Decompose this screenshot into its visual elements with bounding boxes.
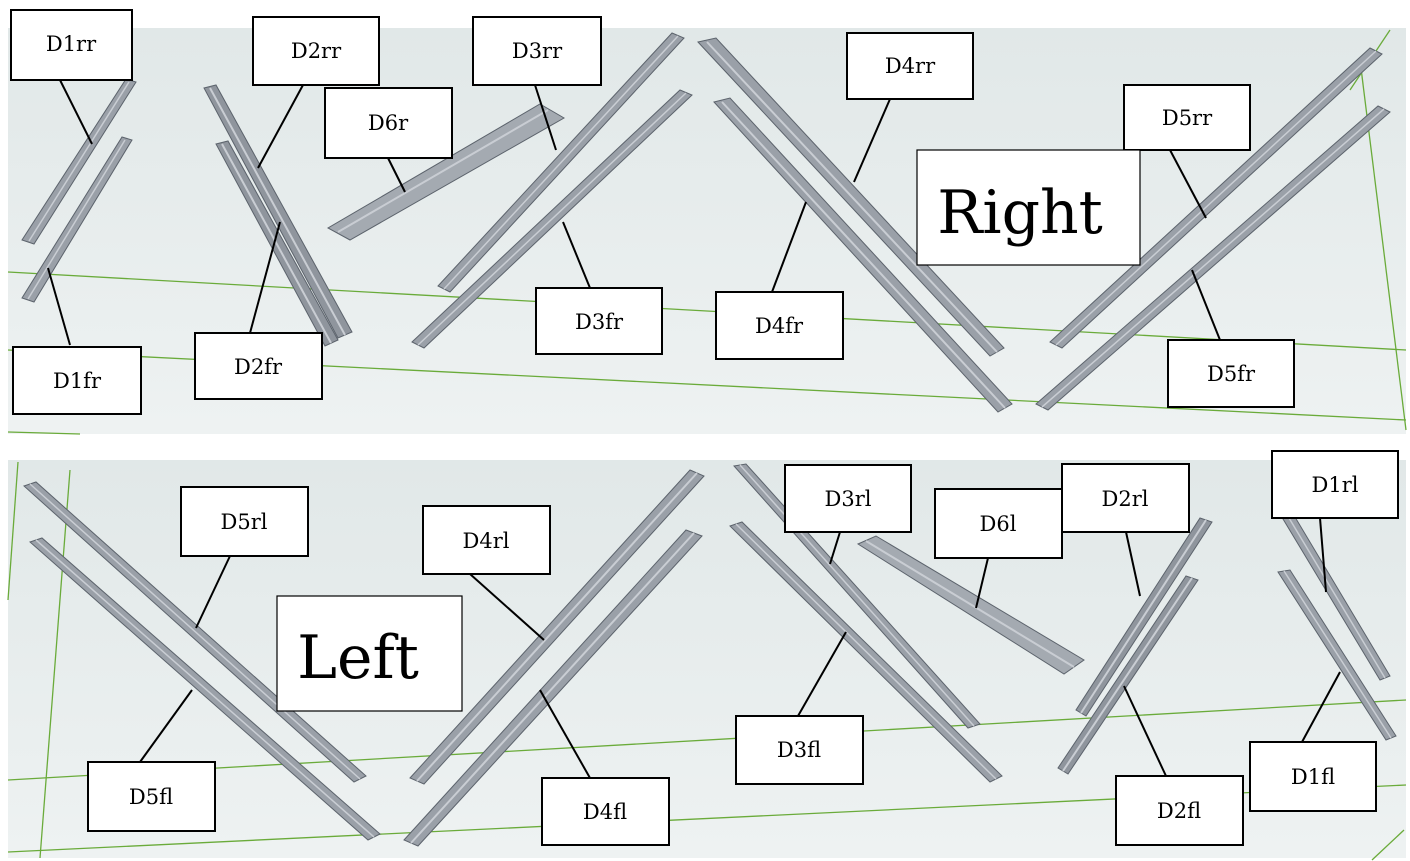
label-d1rr-text: D1rr: [46, 32, 97, 56]
label-d1rr: D1rr: [10, 9, 133, 81]
label-d3fl: D3fl: [735, 715, 864, 785]
leader-lines: [47, 79, 1341, 779]
beam-d4rl: [409, 469, 705, 785]
label-d5rl: D5rl: [180, 486, 309, 557]
beam-d4fr: [713, 97, 1013, 413]
label-d3fl-text: D3fl: [777, 738, 821, 762]
beam-d5rr: [1049, 47, 1383, 349]
label-d4fr: D4fr: [715, 291, 844, 360]
label-d6r: D6r: [324, 87, 453, 159]
label-d4rl-text: D4rl: [463, 529, 510, 553]
panel-title-left-text: Left: [297, 623, 419, 693]
beam-d6l: [856, 535, 1085, 675]
label-d6r-text: D6r: [368, 111, 409, 135]
beam-d2fl: [1057, 575, 1199, 775]
label-d6l-text: D6l: [980, 512, 1017, 536]
beam-d3rr: [437, 32, 685, 293]
panel-title-right-text: Right: [937, 178, 1103, 248]
label-d3rr-text: D3rr: [512, 39, 563, 63]
label-d4rl: D4rl: [422, 505, 551, 575]
label-d4rr-text: D4rr: [885, 54, 936, 78]
beam-d5fl: [29, 537, 381, 841]
label-d2fl-text: D2fl: [1157, 799, 1201, 823]
label-d2fl: D2fl: [1115, 775, 1244, 846]
label-d2rl-text: D2rl: [1102, 487, 1149, 511]
label-d3fr-text: D3fr: [575, 310, 624, 334]
label-d2fr-text: D2fr: [234, 355, 283, 379]
beam-d1fr: [21, 136, 133, 303]
label-d4rr: D4rr: [846, 32, 974, 100]
label-d1fr: D1fr: [12, 346, 142, 415]
label-d2rr-text: D2rr: [291, 39, 342, 63]
beam-d3fl: [729, 521, 1003, 783]
label-d4fl-text: D4fl: [583, 800, 627, 824]
label-d1fl: D1fl: [1249, 741, 1377, 812]
label-d5fl-text: D5fl: [129, 785, 173, 809]
label-d5rr-text: D5rr: [1162, 106, 1213, 130]
beam-d2fr: [215, 140, 339, 347]
label-d5fr-text: D5fr: [1207, 362, 1256, 386]
beam-d2rr: [203, 84, 353, 339]
label-d4fl: D4fl: [541, 777, 670, 846]
beam-d2rl: [1075, 517, 1213, 717]
beam-d5fr: [1035, 105, 1391, 411]
label-d6l: D6l: [934, 488, 1063, 559]
label-d5fr: D5fr: [1167, 339, 1295, 408]
beam-d1fl: [1277, 569, 1397, 741]
label-d1fl-text: D1fl: [1291, 765, 1335, 789]
label-d3rl-text: D3rl: [825, 487, 872, 511]
label-d3rr: D3rr: [472, 16, 602, 86]
label-d2fr: D2fr: [194, 332, 323, 400]
label-d2rl: D2rl: [1061, 463, 1190, 533]
panel-title-right: Right: [916, 149, 1141, 266]
label-boxes: D1rr D2rr D6r D3rr D4rr D5rr D1fr D2fr: [10, 9, 1399, 846]
label-d4fr-text: D4fr: [755, 314, 804, 338]
label-d5rl-text: D5rl: [221, 510, 268, 534]
label-d5rr: D5rr: [1123, 84, 1251, 151]
panel-title-left: Left: [276, 595, 463, 712]
label-d3rl: D3rl: [784, 464, 912, 533]
label-d1fr-text: D1fr: [53, 369, 102, 393]
beam-d4fl: [403, 529, 703, 847]
label-d5fl: D5fl: [87, 761, 216, 832]
label-d2rr: D2rr: [252, 16, 380, 86]
label-d1rl-text: D1rl: [1312, 473, 1359, 497]
beam-d6r: [326, 103, 566, 241]
label-d1rl: D1rl: [1271, 450, 1399, 519]
beam-d3fr: [411, 89, 693, 349]
beam-d4rr: [697, 37, 1005, 357]
label-d3fr: D3fr: [535, 287, 663, 355]
